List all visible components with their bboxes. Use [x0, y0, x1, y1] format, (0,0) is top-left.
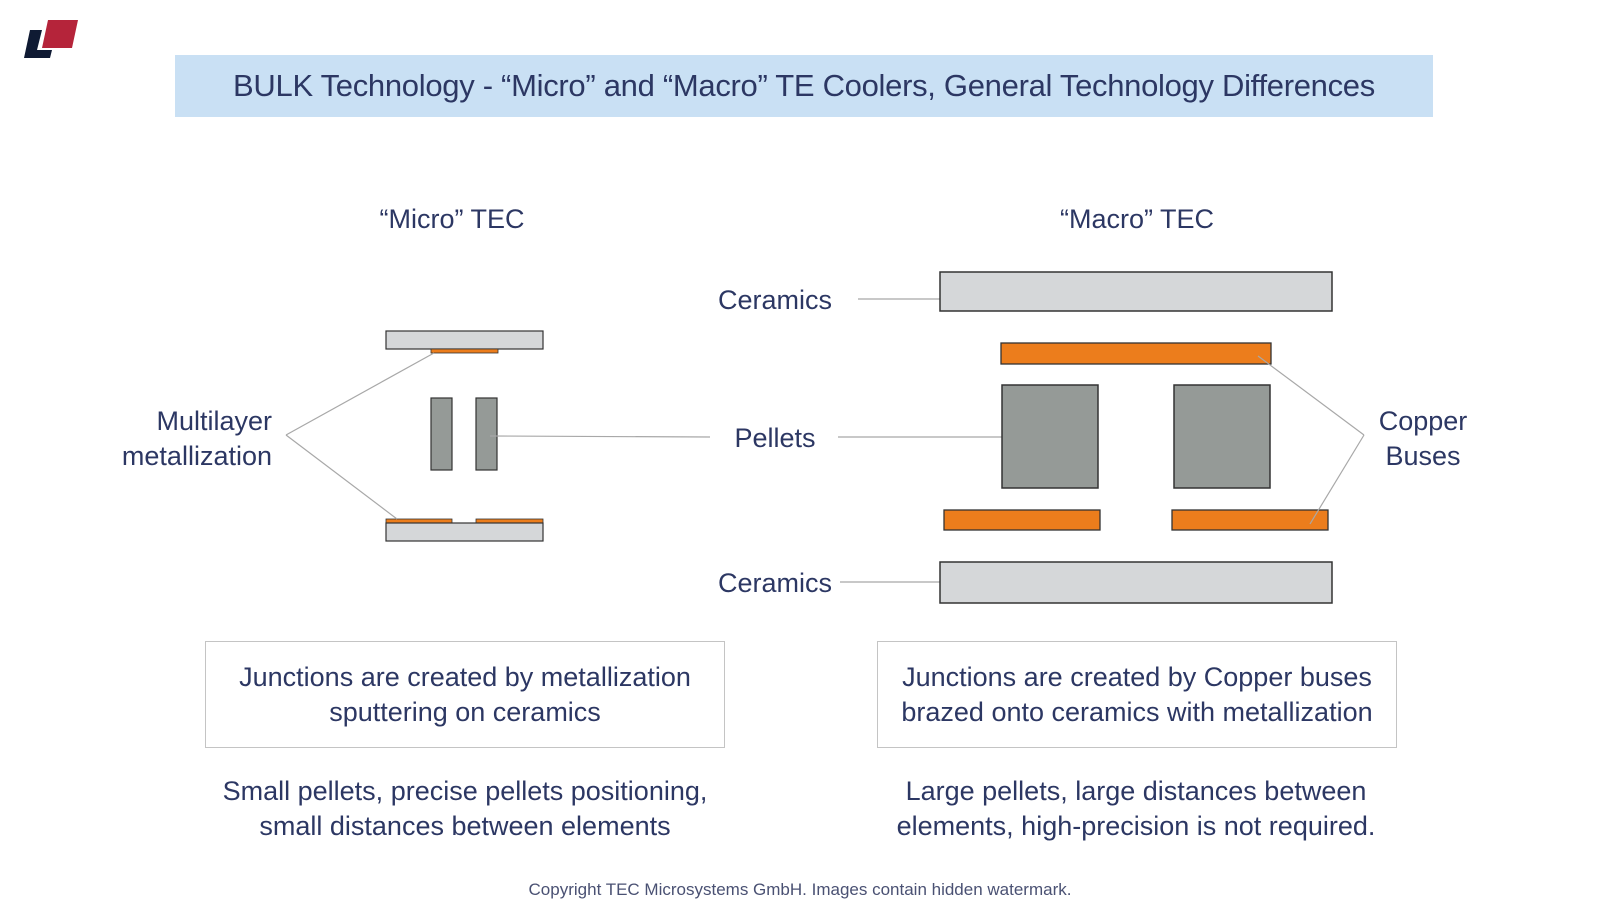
metallization-leader-lines [285, 352, 435, 520]
macro-pellet-left [1001, 384, 1099, 489]
macro-caption-line1: Large pellets, large distances between [905, 776, 1367, 806]
label-metallization: metallization [122, 441, 272, 471]
macro-box-line2: brazed onto ceramics with metallization [901, 696, 1373, 727]
macro-bottom-copper-bus-right [1171, 509, 1329, 531]
company-logo [24, 20, 78, 58]
macro-caption: Large pellets, large distances between e… [841, 774, 1431, 844]
micro-caption-line2: small distances between elements [259, 811, 671, 841]
macro-bottom-ceramic [939, 561, 1333, 604]
title-bar: BULK Technology - “Micro” and “Macro” TE… [175, 55, 1433, 117]
label-pellets: Pellets [734, 423, 815, 453]
logo-red-shape [42, 20, 78, 48]
macro-bottom-copper-bus-left [943, 509, 1101, 531]
micro-junctions-box: Junctions are created by metallization s… [205, 641, 725, 748]
micro-pellet-right [475, 397, 498, 471]
label-multilayer: Multilayer [156, 406, 272, 436]
macro-box-line1: Junctions are created by Copper buses [902, 661, 1372, 692]
micro-caption: Small pellets, precise pellets positioni… [170, 774, 760, 844]
micro-top-metallization [430, 348, 499, 354]
macro-pellet-right [1173, 384, 1271, 489]
macro-top-ceramic [939, 271, 1333, 312]
macro-heading: “Macro” TEC [1060, 204, 1214, 234]
slide-title: BULK Technology - “Micro” and “Macro” TE… [233, 68, 1375, 103]
macro-junctions-box: Junctions are created by Copper buses br… [877, 641, 1397, 748]
label-ceramics-top: Ceramics [718, 285, 832, 315]
label-copper: Copper [1379, 406, 1468, 436]
micro-caption-line1: Small pellets, precise pellets positioni… [222, 776, 708, 806]
copyright-footer: Copyright TEC Microsystems GmbH. Images … [528, 880, 1072, 899]
micro-top-ceramic [385, 330, 544, 350]
macro-tec-drawing [939, 271, 1333, 604]
micro-pellet-left [430, 397, 453, 471]
copper-leader-lines [1257, 355, 1365, 525]
label-buses: Buses [1385, 441, 1460, 471]
macro-top-copper-bus [1000, 342, 1272, 365]
micro-box-line1: Junctions are created by metallization [239, 661, 691, 692]
micro-tec-drawing [385, 330, 544, 542]
micro-box-line2: sputtering on ceramics [329, 696, 601, 727]
micro-bottom-ceramic [385, 522, 544, 542]
label-ceramics-bottom: Ceramics [718, 568, 832, 598]
macro-caption-line2: elements, high-precision is not required… [896, 811, 1376, 841]
micro-heading: “Micro” TEC [380, 204, 525, 234]
logo-dark-shape [24, 30, 52, 58]
